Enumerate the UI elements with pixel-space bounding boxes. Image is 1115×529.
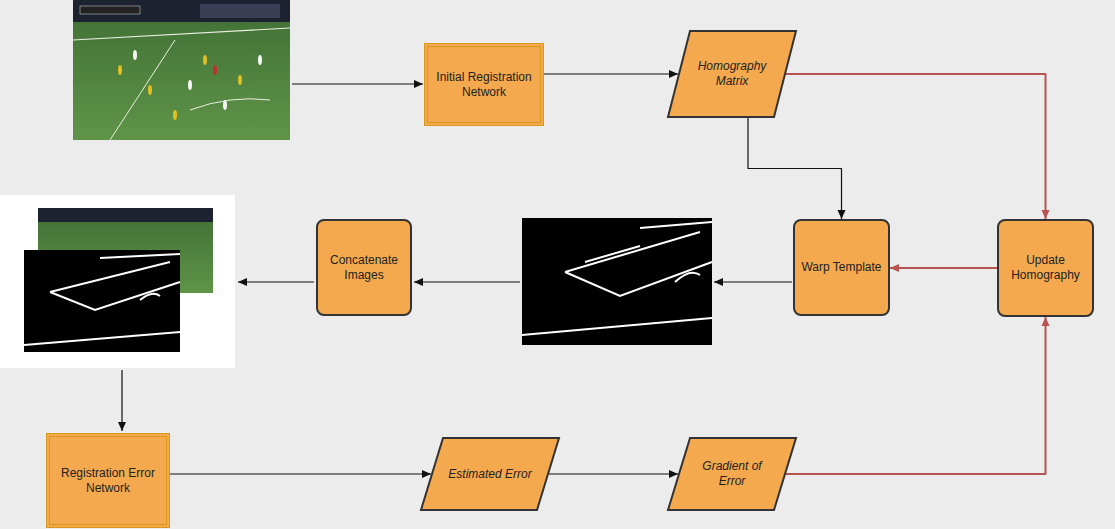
process-box: Concatenate Images	[316, 219, 412, 316]
network-box: Registration Error Network	[46, 433, 170, 528]
node-label: Initial Registration Network	[434, 70, 534, 100]
flow-arrows	[122, 84, 792, 431]
node-label: Registration Error Network	[56, 466, 160, 496]
flow-arrow	[748, 118, 842, 219]
warped-template	[522, 218, 712, 345]
data-parallelogram: Gradient of Error	[667, 437, 797, 511]
node-label: Estimated Error	[448, 467, 531, 482]
flow-arrow	[549, 473, 678, 474]
node-label: Update Homography	[1005, 253, 1086, 283]
data-parallelogram: Estimated Error	[420, 437, 560, 511]
node-label: Warp Template	[801, 260, 881, 275]
node-label: Gradient of Error	[693, 459, 771, 489]
process-box: Update Homography	[997, 219, 1094, 317]
flow-arrow	[544, 73, 678, 74]
feedback-arrow	[890, 267, 997, 269]
feedback-arrow	[786, 317, 1046, 474]
flow-arrow	[170, 473, 431, 474]
node-label: Homography Matrix	[693, 59, 771, 89]
process-box: Warp Template	[793, 219, 890, 316]
feedback-arrow	[786, 74, 1046, 219]
network-box: Initial Registration Network	[424, 43, 544, 126]
concatenated-images	[0, 195, 235, 368]
broadcast-frame	[73, 0, 290, 140]
node-label: Concatenate Images	[324, 253, 404, 283]
data-parallelogram: Homography Matrix	[667, 30, 797, 118]
